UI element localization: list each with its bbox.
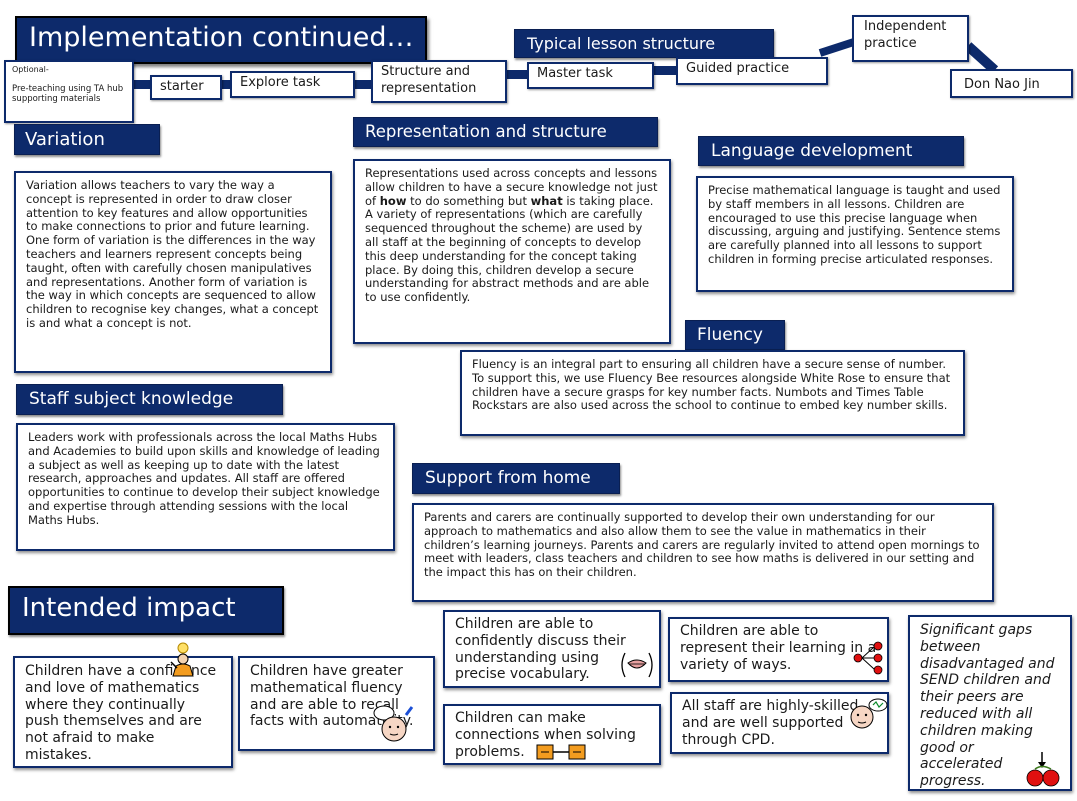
- independent-practice-step: Independent practice: [852, 15, 969, 62]
- language-text: Precise mathematical language is taught …: [708, 183, 1001, 266]
- impact-fluency-box: Children have greater mathematical fluen…: [238, 656, 435, 751]
- language-text-box: Precise mathematical language is taught …: [696, 176, 1014, 292]
- staff-text: Leaders work with professionals across t…: [28, 430, 380, 527]
- impact-fluency-text: Children have greater mathematical fluen…: [250, 663, 414, 730]
- fluency-text-box: Fluency is an integral part to ensuring …: [460, 350, 965, 436]
- optional-label: Optional-: [12, 65, 49, 74]
- progress-arrow-icon: [1026, 752, 1060, 792]
- master-task-step: Master task: [527, 62, 654, 89]
- impact-gaps-text: Significant gaps between disadvantaged a…: [920, 622, 1055, 790]
- starter-label: starter: [160, 79, 204, 94]
- fluency-heading-label: Fluency: [697, 325, 763, 345]
- impact-confidence-box: Children have a confidence and love of m…: [13, 656, 233, 768]
- variation-heading-label: Variation: [25, 129, 105, 150]
- optional-pre-teaching-box: Optional- Pre-teaching using TA hub supp…: [4, 60, 134, 123]
- staff-heading: Staff subject knowledge: [16, 384, 283, 415]
- variation-text-box: Variation allows teachers to vary the wa…: [14, 171, 332, 373]
- flow-connector: [651, 66, 677, 75]
- speaking-mouth-icon: [619, 649, 655, 685]
- representation-text-2: to do something but: [406, 193, 531, 208]
- representation-heading-label: Representation and structure: [365, 122, 607, 141]
- variation-text: Variation allows teachers to vary the wa…: [26, 178, 319, 330]
- impact-connections-text: Children can make connections when solvi…: [455, 710, 636, 760]
- representation-text-1: Representations used across concepts and…: [365, 166, 658, 208]
- representation-how: how: [379, 193, 407, 208]
- impact-confidence-text: Children have a confidence and love of m…: [25, 663, 217, 763]
- guided-practice-label: Guided practice: [686, 61, 790, 76]
- home-heading: Support from home: [412, 463, 620, 494]
- fluency-heading: Fluency: [685, 320, 785, 350]
- optional-detail: Pre-teaching using TA hub supporting mat…: [12, 84, 124, 104]
- typical-lesson-structure-label: Typical lesson structure: [527, 34, 716, 53]
- don-nao-jin-box: Don Nao Jin: [950, 69, 1073, 98]
- flow-connector: [131, 80, 153, 89]
- skilled-face-icon: [848, 697, 888, 735]
- home-text: Parents and carers are continually suppo…: [424, 510, 980, 580]
- language-heading-label: Language development: [711, 141, 913, 161]
- independent-practice-label: Independent practice: [864, 19, 947, 51]
- home-text-box: Parents and carers are continually suppo…: [412, 503, 994, 602]
- variation-heading: Variation: [14, 124, 160, 155]
- lightbulb-person-icon: [168, 640, 198, 682]
- explore-task-step: Explore task: [230, 71, 355, 98]
- representation-text-box: Representations used across concepts and…: [353, 159, 671, 344]
- staff-heading-label: Staff subject knowledge: [29, 389, 234, 409]
- master-task-label: Master task: [537, 66, 613, 81]
- starter-step: starter: [150, 75, 222, 100]
- impact-represent-box: Children are able to represent their lea…: [668, 617, 889, 682]
- connection-icon: [536, 741, 588, 767]
- explore-task-label: Explore task: [240, 75, 321, 90]
- impact-staff-text: All staff are highly-skilled and are wel…: [682, 698, 859, 748]
- flow-connector: [505, 70, 529, 79]
- structure-representation-label: Structure and representation: [381, 64, 477, 96]
- impact-heading-label: Intended impact: [22, 593, 236, 623]
- structure-representation-step: Structure and representation: [371, 60, 507, 103]
- representation-heading: Representation and structure: [353, 117, 658, 147]
- typical-lesson-structure-heading: Typical lesson structure: [514, 29, 774, 58]
- thinking-face-icon: [370, 703, 416, 749]
- impact-represent-text: Children are able to represent their lea…: [680, 623, 877, 673]
- language-heading: Language development: [698, 136, 964, 166]
- home-heading-label: Support from home: [425, 468, 591, 488]
- representation-network-icon: [850, 640, 886, 680]
- staff-text-box: Leaders work with professionals across t…: [16, 423, 395, 551]
- page-title: Implementation continued…: [29, 22, 414, 53]
- guided-practice-step: Guided practice: [676, 57, 828, 85]
- impact-discuss-text: Children are able to confidently discuss…: [455, 616, 626, 683]
- impact-heading: Intended impact: [8, 586, 284, 635]
- flow-connector: [352, 80, 374, 89]
- fluency-text: Fluency is an integral part to ensuring …: [472, 357, 951, 413]
- impact-staff-box: All staff are highly-skilled and are wel…: [670, 692, 889, 754]
- page-title-banner: Implementation continued…: [15, 16, 427, 64]
- impact-gaps-box: Significant gaps between disadvantaged a…: [908, 615, 1072, 791]
- representation-text-3: is taking place. A variety of representa…: [365, 193, 654, 305]
- representation-what: what: [530, 193, 563, 208]
- don-nao-jin-label: Don Nao Jin: [964, 77, 1040, 92]
